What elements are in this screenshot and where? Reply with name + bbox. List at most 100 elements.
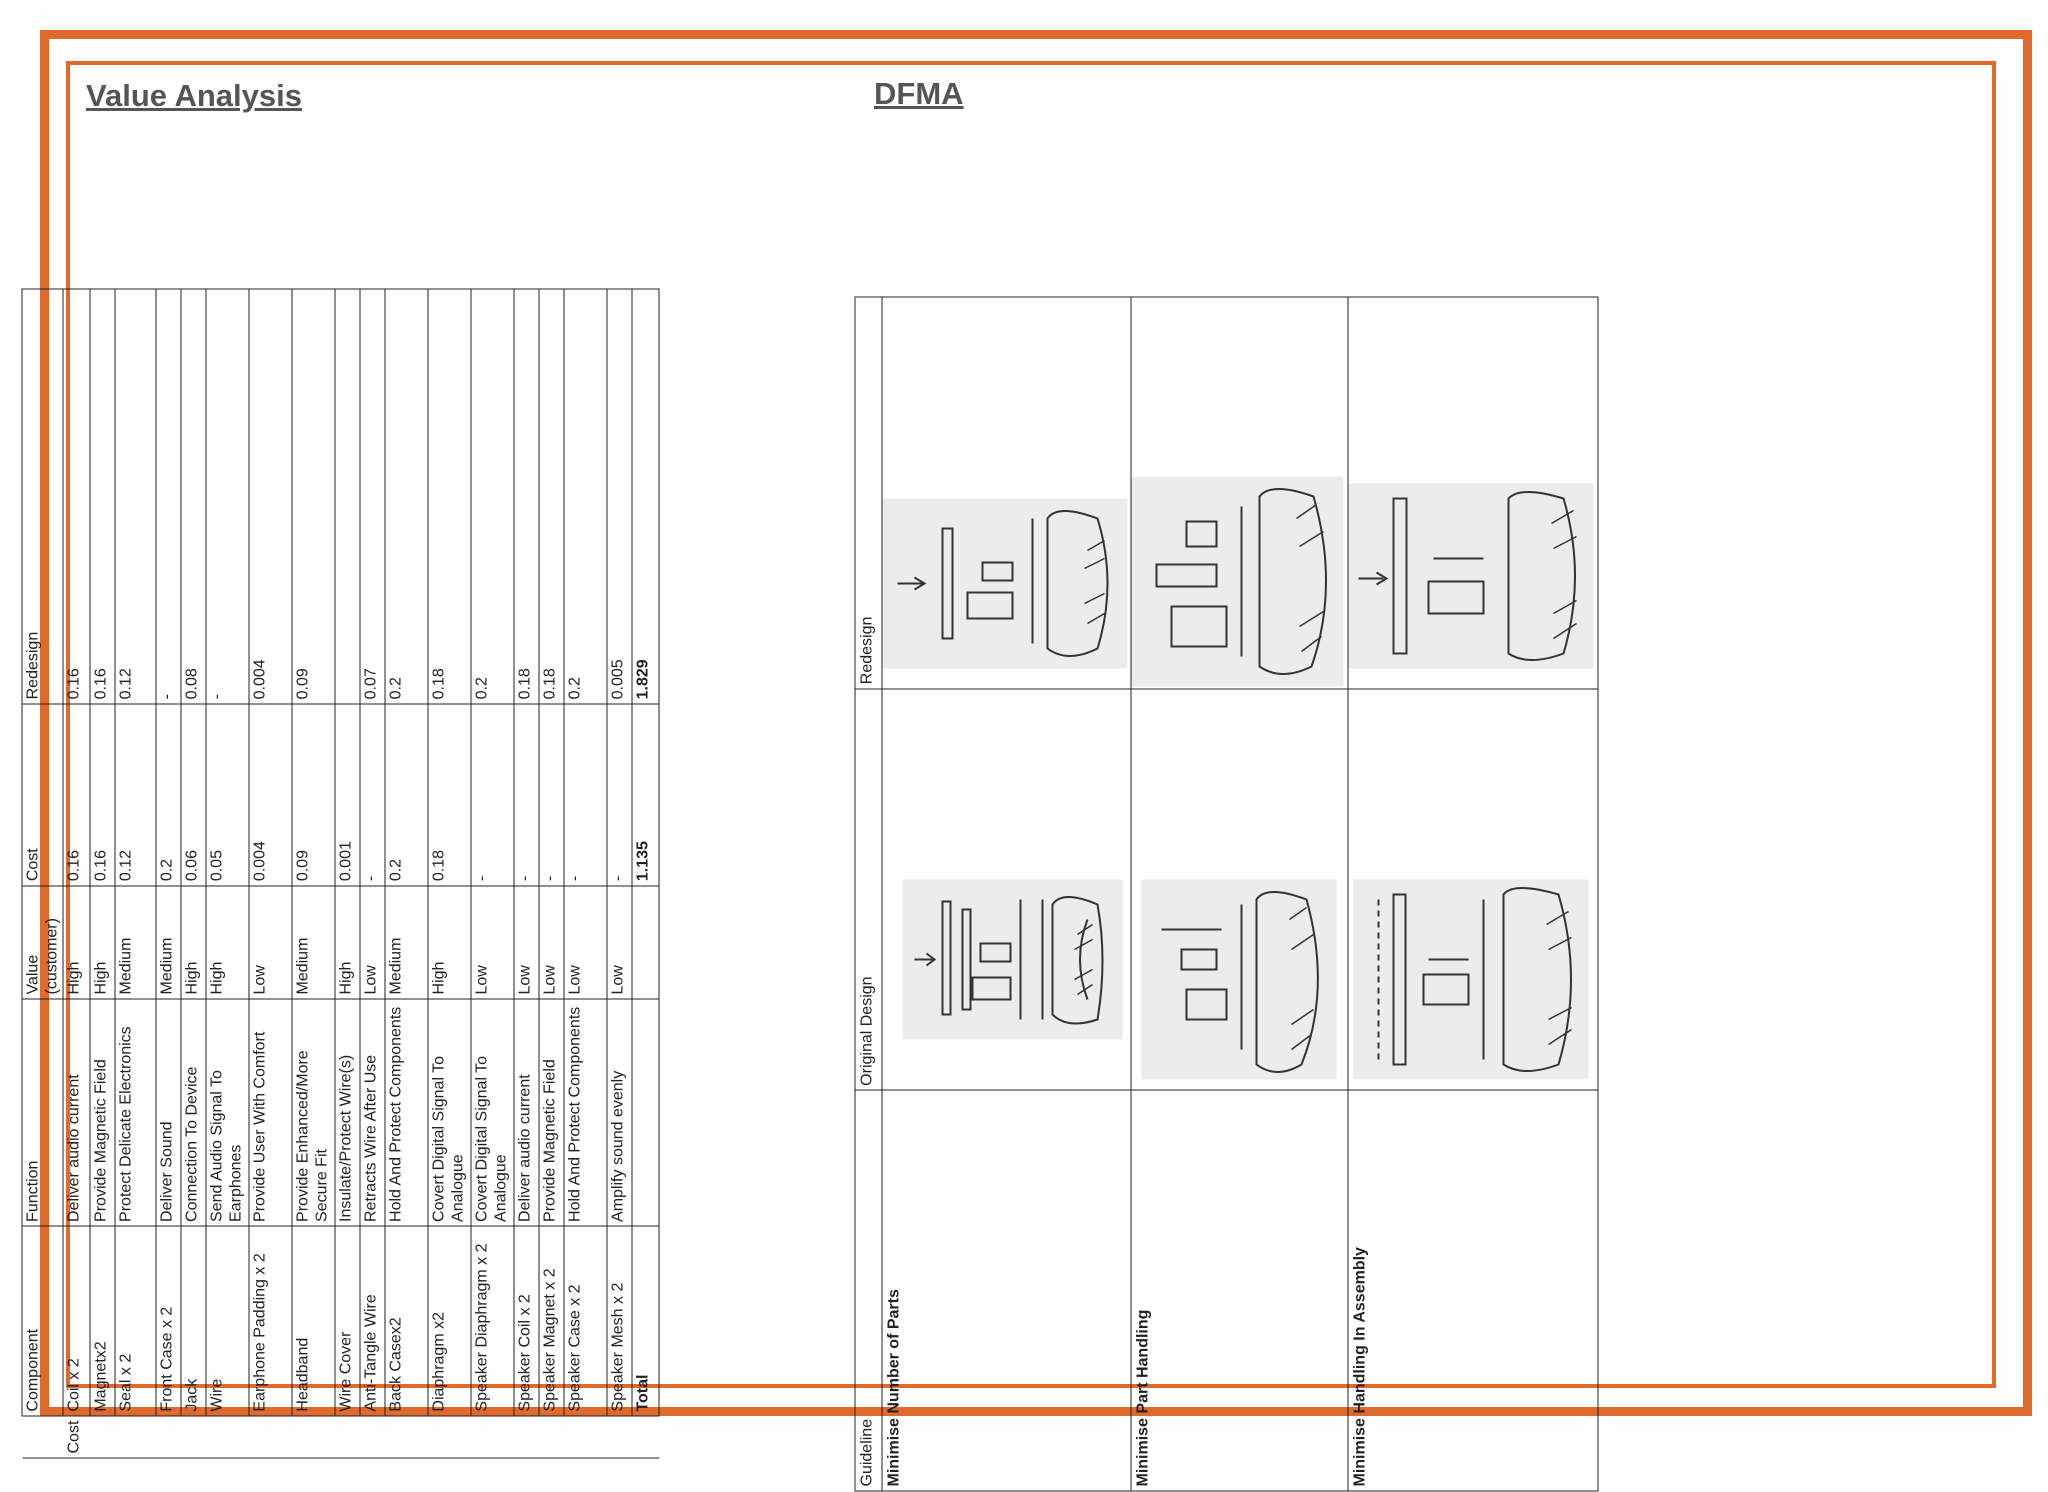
- va-cell-redesign: 0.004: [249, 289, 292, 704]
- redesign-sketch-1: [882, 498, 1128, 669]
- va-cell-function: Connection To Device: [181, 999, 206, 1227]
- va-cell-function: Protect Delicate Electronics: [115, 999, 156, 1227]
- va-cell-redesign: 0.2: [564, 289, 607, 704]
- va-cell-component: Speaker Diaphragm x 2: [471, 1226, 514, 1417]
- va-cell-component: Headband: [292, 1226, 335, 1417]
- va-cell-function: Provide User With Comfort: [249, 999, 292, 1227]
- va-cell-cost: 0.09: [292, 703, 335, 886]
- va-cell-component: Jack: [181, 1226, 206, 1417]
- dfma-table-wrap: Guideline Original Design Redesign Minim…: [855, 297, 1598, 1492]
- dfma-row: Minimise Handling In Assembly: [1348, 297, 1598, 1491]
- inner-frame: [66, 61, 1996, 1388]
- redesign-sketch-3: [1348, 483, 1594, 669]
- va-cell-value: Low: [564, 885, 607, 999]
- va-cell-cost: 0.2: [385, 703, 428, 886]
- va-cell-value: High: [206, 885, 249, 999]
- dfma-redesign-cell: [1131, 297, 1348, 689]
- dfma-row: Minimise Part Handling: [1131, 297, 1348, 1491]
- va-header-value: Value (customer): [22, 885, 63, 999]
- dfma-guideline-label: Minimise Part Handling: [1131, 1090, 1348, 1491]
- va-cell-component: Anti-Tangle Wire: [360, 1226, 385, 1417]
- va-cell-value: High: [90, 885, 115, 999]
- va-cell-redesign: 0.18: [539, 289, 564, 704]
- va-group-cell: [632, 1416, 659, 1458]
- dfma-guideline-header: Guideline: [855, 1090, 882, 1491]
- va-cell-component: Total: [632, 1226, 659, 1417]
- va-cell-redesign: 0.2: [385, 289, 428, 704]
- va-cell-redesign: 0.08: [181, 289, 206, 704]
- earphone-exploded-sketch: [1377, 887, 1572, 1073]
- va-cell-redesign: -: [156, 289, 181, 704]
- va-cell-function: Covert Digital Signal To Analogue: [471, 999, 514, 1227]
- earphone-redesign-sketch: [1155, 487, 1327, 675]
- va-cell-component: Diaphragm x2: [428, 1226, 471, 1417]
- va-cell-redesign: 0.005: [607, 289, 632, 704]
- va-cell-function: Retracts Wire After Use: [360, 999, 385, 1227]
- va-cell-component: Speaker Magnet x 2: [539, 1226, 564, 1417]
- original-sketch-3: [1353, 879, 1589, 1080]
- dfma-row: Minimise Number of Parts: [882, 297, 1131, 1491]
- dfma-title: DFMA: [874, 76, 964, 111]
- va-cell-cost: 0.2: [156, 703, 181, 886]
- va-cell-value: Low: [471, 885, 514, 999]
- original-sketch-2: [1141, 879, 1337, 1080]
- va-cell-function: Provide Enhanced/More Secure Fit: [292, 999, 335, 1227]
- va-cell-value: [632, 885, 659, 999]
- original-sketch-1: [902, 879, 1123, 1040]
- dfma-guideline-label: Minimise Handling In Assembly: [1348, 1090, 1598, 1491]
- va-group-cell: [607, 1416, 632, 1458]
- va-header-component: Component: [22, 1226, 63, 1417]
- va-group-cell: [335, 1416, 360, 1458]
- va-cell-cost: 0.12: [115, 703, 156, 886]
- va-cell-cost: -: [607, 703, 632, 886]
- va-group-cell: [292, 1416, 335, 1458]
- dfma-guideline-label: Minimise Number of Parts: [882, 1090, 1131, 1491]
- va-cell-component: Wire Cover: [335, 1226, 360, 1417]
- va-group-cell: [428, 1416, 471, 1458]
- va-cell-value: Medium: [115, 885, 156, 999]
- va-cell-component: Seal x 2: [115, 1226, 156, 1417]
- va-group-cell: [539, 1416, 564, 1458]
- va-cell-function: Deliver audio current: [63, 999, 90, 1227]
- va-cell-function: [632, 999, 659, 1227]
- va-cell-value: Low: [514, 885, 539, 999]
- va-cell-function: Amplify sound evenly: [607, 999, 632, 1227]
- va-cell-cost: -: [514, 703, 539, 886]
- va-cell-function: Deliver Sound: [156, 999, 181, 1227]
- va-group-cell: [360, 1416, 385, 1458]
- va-header-cost: Cost: [22, 703, 63, 886]
- va-cell-value: Medium: [385, 885, 428, 999]
- dfma-original-cell: [1131, 688, 1348, 1091]
- va-cell-component: Speaker Mesh x 2: [607, 1226, 632, 1417]
- va-group-cell: [90, 1416, 115, 1458]
- va-cell-cost: -: [360, 703, 385, 886]
- va-cell-cost: 0.16: [90, 703, 115, 886]
- va-cell-function: Send Audio Signal To Earphones: [206, 999, 249, 1227]
- va-group-cell: [181, 1416, 206, 1458]
- va-cell-value: High: [63, 885, 90, 999]
- va-cell-redesign: 0.12: [115, 289, 156, 704]
- va-cell-redesign: 0.2: [471, 289, 514, 704]
- va-cell-cost: 0.004: [249, 703, 292, 886]
- va-cell-component: Speaker Coil x 2: [514, 1226, 539, 1417]
- dfma-original-header: Original Design: [855, 688, 882, 1091]
- dfma-original-cell: [1348, 688, 1598, 1091]
- va-group-cell: [156, 1416, 181, 1458]
- value-analysis-title: Value Analysis: [86, 78, 302, 113]
- va-cell-function: Insulate/Protect Wire(s): [335, 999, 360, 1227]
- va-cell-value: High: [335, 885, 360, 999]
- va-cell-cost: 0.18: [428, 703, 471, 886]
- va-cell-function: Hold And Protect Components: [564, 999, 607, 1227]
